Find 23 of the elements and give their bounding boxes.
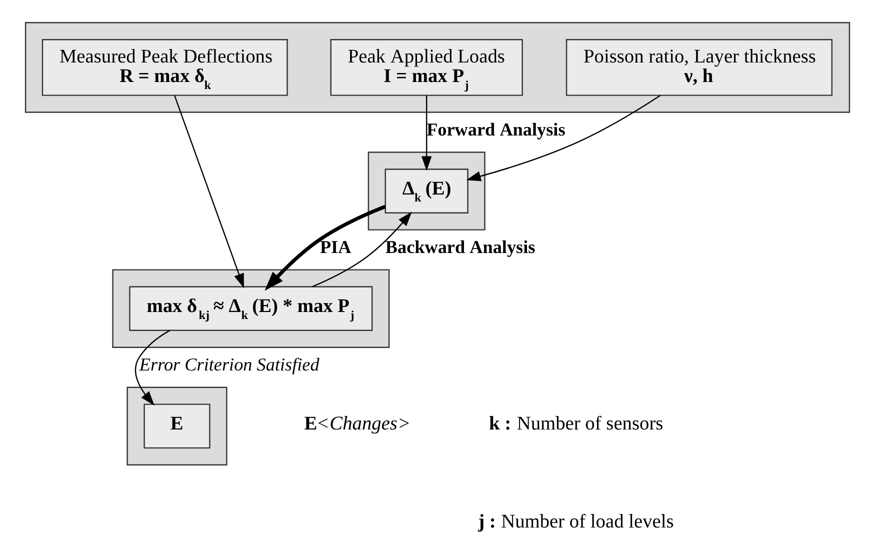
cluster — [126, 386, 227, 466]
arrow — [174, 95, 244, 288]
arrow — [466, 94, 660, 182]
arrow — [134, 330, 170, 406]
label: E<Changes> — [304, 414, 410, 434]
node-box: E — [143, 404, 210, 449]
node-box: Peak Applied Loads I = max P$_{j}$ — [330, 39, 522, 96]
edge-label: PIA — [319, 236, 351, 257]
edge-label: Error Criterion Satisfied — [138, 354, 319, 374]
edge-label: Backward Analysis — [384, 236, 535, 257]
edge-label: Forward Analysis — [426, 119, 565, 140]
cluster — [24, 22, 850, 113]
arrow — [421, 96, 432, 171]
cluster — [367, 152, 485, 230]
node-box: Poisson ratio, Layer thickness ν, h — [565, 39, 832, 96]
node-box: Measured Peak Deflections R = max δ$_{k}$ — [41, 39, 288, 96]
arrow — [264, 204, 386, 291]
node-box: Δ$_{k}$ (E) — [384, 168, 468, 214]
label: k : Number of sensors — [488, 414, 663, 434]
cluster — [112, 269, 390, 348]
label: j : Number of load levels — [478, 512, 674, 533]
arrow — [312, 212, 412, 288]
node-box: max δ$_{kj}$ ≈ Δ$_{k}$ (E) * max P$_{j}$ — [128, 286, 372, 331]
